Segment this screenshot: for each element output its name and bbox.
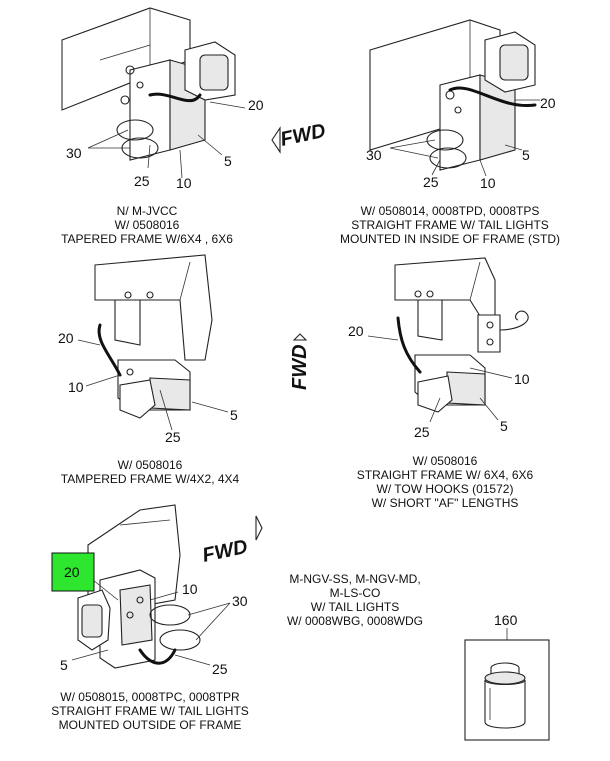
caption-line: W/ 0508016	[412, 454, 478, 468]
fwd-arrow-3: FWD	[200, 515, 263, 567]
caption-line: M-LS-CO	[329, 586, 381, 600]
panel-4-illustration	[367, 257, 529, 423]
p4-callout-25: 25	[414, 424, 430, 440]
caption-line: MOUNTED IN INSIDE OF FRAME (STD)	[340, 232, 560, 246]
fwd-arrow-1: FWD	[271, 120, 328, 154]
p3-callout-25: 25	[165, 429, 181, 445]
caption-line: STRAIGHT FRAME W/ 6X4, 6X6	[356, 468, 534, 482]
caption-line: W/ 0508016	[117, 458, 183, 472]
fwd-label-1: FWD	[278, 120, 327, 151]
caption-line: STRAIGHT FRAME W/ TAIL LIGHTS	[351, 218, 549, 232]
p1-callout-10: 10	[176, 175, 192, 191]
fwd-label-3: FWD	[200, 536, 249, 567]
caption-line: W/ SHORT "AF" LENGTHS	[371, 496, 519, 510]
p5-callout-10: 10	[182, 581, 198, 597]
panel-1-caption: N/ M-JVCC W/ 0508016 TAPERED FRAME W/6X4…	[47, 204, 247, 246]
p3-callout-20: 20	[58, 330, 74, 346]
caption-line: STRAIGHT FRAME W/ TAIL LIGHTS	[51, 704, 249, 718]
callout-20-highlight	[51, 552, 95, 592]
p5-callout-30: 30	[232, 593, 248, 609]
panel-1-illustration	[61, 7, 246, 179]
panel-4-caption: W/ 0508016 STRAIGHT FRAME W/ 6X4, 6X6 W/…	[330, 454, 560, 510]
kit-callout-160: 160	[494, 612, 518, 628]
caption-line: N/ M-JVCC	[116, 204, 178, 218]
panel-3-illustration	[77, 254, 229, 431]
caption-line: W/ 0508015, 0008TPC, 0008TPR	[60, 690, 240, 704]
panel-2-illustration	[369, 19, 540, 177]
caption-line: TAPERED FRAME W/6X4 , 6X6	[61, 232, 233, 246]
panel-2-caption: W/ 0508014, 0008TPD, 0008TPS STRAIGHT FR…	[320, 204, 580, 246]
caption-line: W/ 0008WBG, 0008WDG	[286, 614, 424, 628]
p1-callout-20: 20	[248, 97, 264, 113]
p1-callout-25: 25	[134, 173, 150, 189]
p2-callout-5: 5	[522, 147, 530, 163]
p5-callout-5: 5	[60, 657, 68, 673]
p2-callout-20: 20	[540, 95, 556, 111]
p1-callout-5: 5	[224, 153, 232, 169]
kit-160-box	[464, 639, 550, 741]
p4-callout-5: 5	[500, 418, 508, 434]
p3-callout-10: 10	[68, 379, 84, 395]
caption-line: W/ 0508016	[114, 218, 180, 232]
fwd-label-2: FWD	[289, 344, 311, 390]
panel-5-illustration	[71, 504, 231, 669]
p5-callout-20: 20	[64, 564, 80, 580]
p1-callout-30: 30	[66, 145, 82, 161]
p3-callout-5: 5	[230, 407, 238, 423]
fwd-arrow-2: FWD	[289, 333, 311, 390]
caption-line: W/ 0508014, 0008TPD, 0008TPS	[360, 204, 540, 218]
p2-callout-30: 30	[366, 147, 382, 163]
p2-callout-25: 25	[423, 174, 439, 190]
p2-callout-10: 10	[480, 175, 496, 191]
panel-6-caption: M-NGV-SS, M-NGV-MD, M-LS-CO W/ TAIL LIGH…	[285, 572, 425, 628]
panel-3-caption: W/ 0508016 TAMPERED FRAME W/4X2, 4X4	[50, 458, 250, 486]
caption-line: W/ TOW HOOKS (01572)	[376, 482, 514, 496]
p4-callout-10: 10	[514, 371, 530, 387]
caption-line: W/ TAIL LIGHTS	[310, 600, 400, 614]
p5-callout-25: 25	[212, 661, 228, 677]
panel-5-caption: W/ 0508015, 0008TPC, 0008TPR STRAIGHT FR…	[25, 690, 275, 732]
caption-line: MOUNTED OUTSIDE OF FRAME	[58, 718, 242, 732]
p4-callout-20: 20	[348, 323, 364, 339]
caption-line: M-NGV-SS, M-NGV-MD,	[289, 572, 421, 586]
kit-160-illustration	[464, 628, 550, 741]
caption-line: TAMPERED FRAME W/4X2, 4X4	[60, 472, 240, 486]
